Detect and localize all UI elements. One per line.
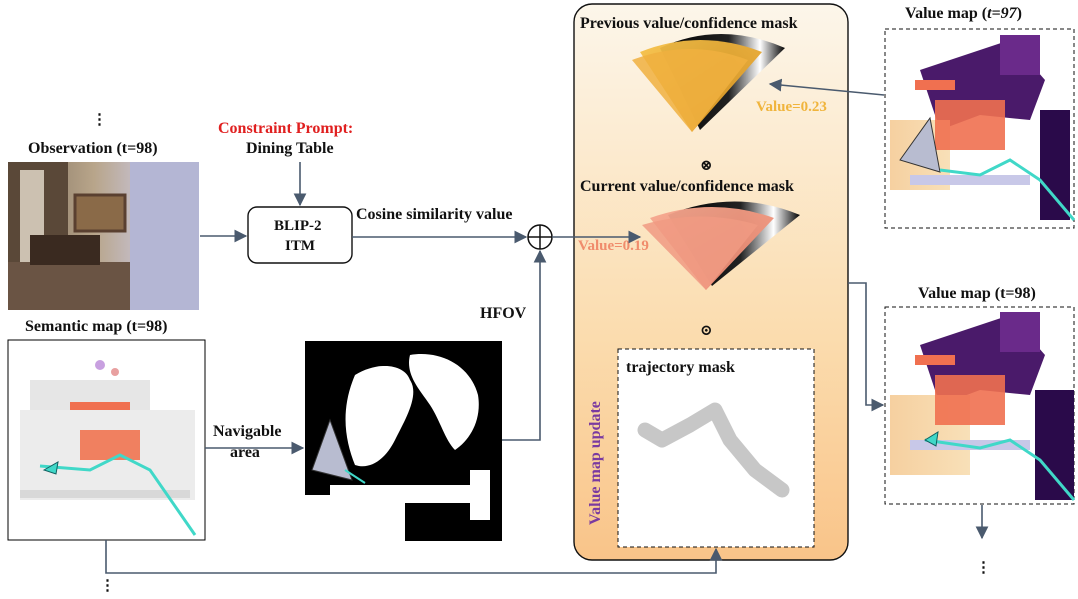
navigable-label-line2: area: [230, 444, 260, 461]
navigable-label-line1: Navigable: [213, 423, 281, 440]
constraint-prompt-text: Dining Table: [246, 140, 334, 157]
value-map-update-panel: Previous value/confidence mask Value=0.2…: [573, 3, 849, 561]
previous-mask-label: Previous value/confidence mask: [580, 15, 798, 32]
value-map-curr-image: [884, 306, 1076, 505]
itm-label: ITM: [285, 238, 315, 254]
blip2-itm-box: BLIP-2 ITM: [247, 206, 353, 264]
previous-mask-shape: [632, 34, 785, 132]
hadamard-operator: ⊙: [700, 323, 713, 339]
value-map-update-label: Value map update: [587, 401, 604, 525]
semantic-map-label: Semantic map (t=98): [25, 318, 167, 335]
hfov-label: HFOV: [480, 305, 527, 322]
multiply-operator: ⊗: [700, 158, 713, 174]
navigable-area-image: [305, 341, 502, 541]
cosine-similarity-label: Cosine similarity value: [356, 206, 512, 223]
value-map-prev-image: [884, 28, 1076, 229]
current-value: Value=0.19: [578, 238, 649, 254]
current-mask-label: Current value/confidence mask: [580, 178, 794, 195]
current-mask-shape: [642, 201, 800, 290]
previous-value: Value=0.23: [756, 99, 827, 115]
value-map-curr-label: Value map (t=98): [918, 285, 1036, 302]
observation-label: Observation (t=98): [28, 140, 158, 157]
bottom-dots-right: ⋮: [976, 560, 991, 576]
trajectory-mask-box: trajectory mask: [617, 348, 815, 548]
sum-operator: [527, 224, 553, 250]
semantic-map-image: [7, 339, 206, 541]
constraint-prompt-title: Constraint Prompt:: [218, 120, 353, 137]
blip2-label: BLIP-2: [274, 218, 322, 234]
observation-dots: ⋮: [92, 112, 107, 128]
value-map-prev-label: Value map (t=97): [905, 5, 1022, 22]
bottom-dots-left: ⋮: [100, 578, 115, 594]
observation-image: [8, 162, 199, 310]
trajectory-mask-label: trajectory mask: [626, 359, 735, 376]
